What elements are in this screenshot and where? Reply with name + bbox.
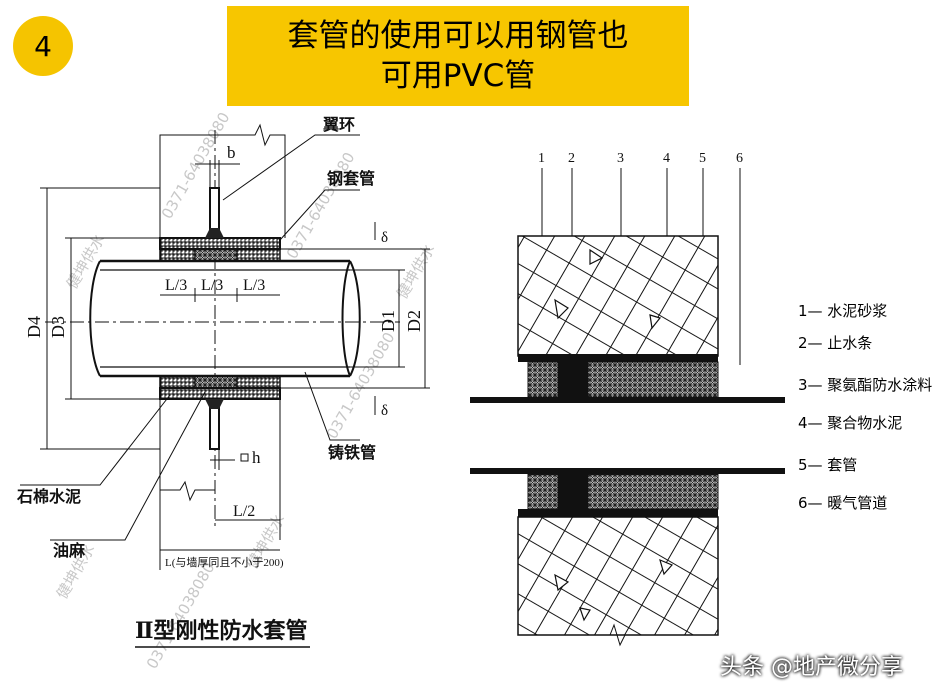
rigid-sleeve-diagram: 健坤供水 0371-64038080 0371-64038080 健坤供水 健坤… [16, 109, 439, 672]
column-number: 2 [568, 151, 575, 166]
slide-title-line-2: 可用PVC管 [380, 58, 536, 94]
legend-item-1: 1— 水泥砂浆 [798, 302, 888, 320]
wall-sleeve-section-diagram: 1 2 3 4 5 6 [470, 151, 785, 647]
watermark-text: 0371-64038080 [323, 329, 399, 442]
dim-delta-bottom: δ [381, 403, 388, 419]
slide-title-line-1: 套管的使用可以用钢管也 [287, 18, 629, 54]
watermark-text: 0371-64038080 [143, 559, 219, 672]
dim-l-note: L(与墙厚同且不小于200) [165, 555, 284, 569]
dim-l3-a: L/3 [165, 277, 187, 294]
legend-item-2: 2— 止水条 [798, 334, 873, 352]
watermark-text: 0371-64038080 [283, 149, 359, 262]
dim-l3-b: L/3 [201, 277, 223, 294]
watermark-text: 健坤供水 [393, 241, 439, 302]
label-oakum: 油麻 [53, 541, 86, 560]
column-number: 3 [617, 151, 624, 166]
column-number: 4 [663, 151, 670, 166]
label-wing-ring: 翼环 [323, 115, 355, 134]
label-asbestos-cement: 石棉水泥 [16, 487, 81, 506]
legend-item-4: 4— 聚合物水泥 [798, 414, 903, 432]
column-number: 6 [736, 151, 743, 166]
slide-number-badge: 4 [13, 16, 73, 76]
slide-number: 4 [34, 29, 52, 63]
legend-item-5: 5— 套管 [798, 456, 858, 474]
dim-d4: D4 [24, 316, 44, 338]
dim-h: h [252, 448, 261, 467]
dim-l3-c: L/3 [243, 277, 265, 294]
slide-title-box: 套管的使用可以用钢管也 可用PVC管 [227, 6, 689, 106]
watermark-text: 0371-64038080 [158, 109, 234, 222]
dim-b: b [227, 143, 236, 162]
legend-item-6: 6— 暖气管道 [798, 494, 888, 512]
column-number: 5 [699, 151, 706, 166]
label-cast-iron-pipe: 铸铁管 [328, 443, 376, 462]
footer-credit: 头条 @地产微分享 [720, 655, 903, 680]
label-steel-sleeve: 钢套管 [327, 169, 375, 188]
column-number: 1 [538, 151, 545, 166]
dim-delta-top: δ [381, 230, 388, 246]
dim-d1: D1 [378, 310, 398, 332]
column-numbers: 1 2 3 4 5 6 [538, 151, 743, 166]
diagram-title: Ⅱ型刚性防水套管 [135, 618, 308, 644]
dim-d2: D2 [404, 310, 424, 332]
legend-item-3: 3— 聚氨酯防水涂料 [798, 376, 932, 394]
dim-d3: D3 [48, 316, 68, 338]
dim-l2: L/2 [233, 503, 255, 520]
